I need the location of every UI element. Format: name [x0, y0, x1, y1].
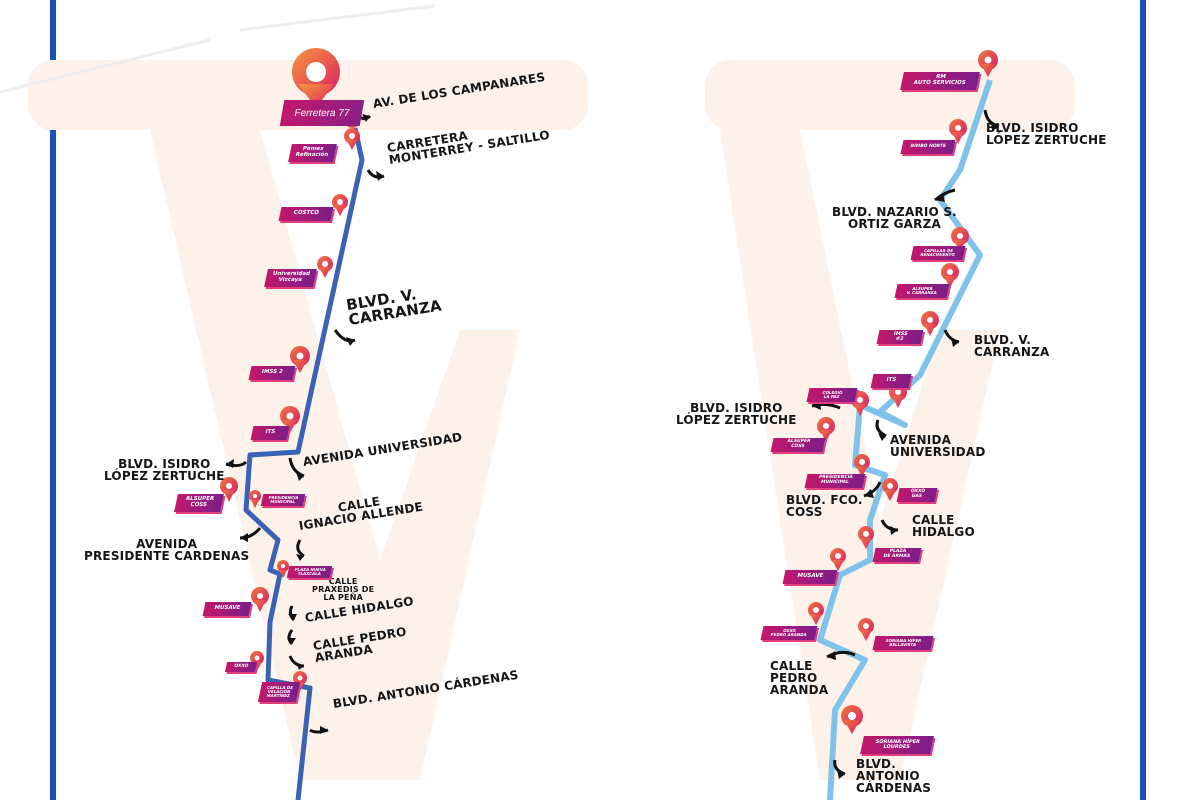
location-pin-icon: [830, 548, 846, 571]
location-pin-icon: [921, 311, 939, 336]
location-pin-icon: [882, 478, 898, 501]
stop-musave-right: MUSAVE: [782, 570, 838, 584]
location-pin-icon: [332, 194, 348, 216]
stop-imss-2-right: IMSS#2: [876, 330, 924, 344]
location-pin-icon: [277, 560, 289, 578]
location-pin-icon: [817, 417, 835, 442]
location-pin-icon: [941, 263, 959, 288]
street-blvd-nazario-ortiz: BLVD. NAZARIO S.ORTIZ GARZA: [832, 205, 957, 231]
origin-label: Ferretera 77: [279, 100, 365, 126]
location-pin-icon: [280, 406, 300, 433]
stop-imss-2: IMSS 2: [248, 366, 296, 380]
decor-line: [0, 38, 211, 94]
stop-its-right: ITS: [870, 374, 912, 388]
stop-its: ITS: [250, 426, 290, 440]
route-line-left: [243, 127, 365, 800]
stop-bimbo-norte: BIMBO NORTE: [900, 140, 956, 154]
stop-oxxo: OXXO: [224, 662, 258, 672]
location-pin-icon: [841, 705, 863, 734]
location-pin-icon: [808, 602, 824, 625]
location-pin-icon: [949, 119, 967, 144]
location-pin-icon: [858, 526, 874, 549]
location-pin-icon: [317, 256, 333, 278]
pins-right: [808, 50, 998, 734]
frame-border-left: [50, 0, 56, 800]
decor-line: [239, 4, 436, 32]
street-blvd-fco-coss: BLVD. FCO.COSS: [786, 493, 863, 519]
location-pin-icon: [251, 587, 269, 612]
location-pin-icon: [290, 346, 310, 373]
arrowheads-left: [226, 114, 384, 734]
location-pin-icon: [220, 477, 238, 502]
location-pin-icon: [978, 50, 998, 77]
location-pin-icon: [858, 618, 874, 641]
frame-border-right: [1140, 0, 1146, 800]
street-blvd-carranza-right: BLVD. V.CARRANZA: [974, 333, 1050, 359]
origin-pin-icon: [292, 48, 340, 108]
arrowheads-right: [812, 122, 999, 779]
location-pin-icon: [854, 454, 870, 477]
stop-costco: COSTCO: [278, 207, 334, 221]
stop-musave: MUSAVE: [202, 602, 252, 616]
location-pin-icon: [249, 490, 261, 508]
